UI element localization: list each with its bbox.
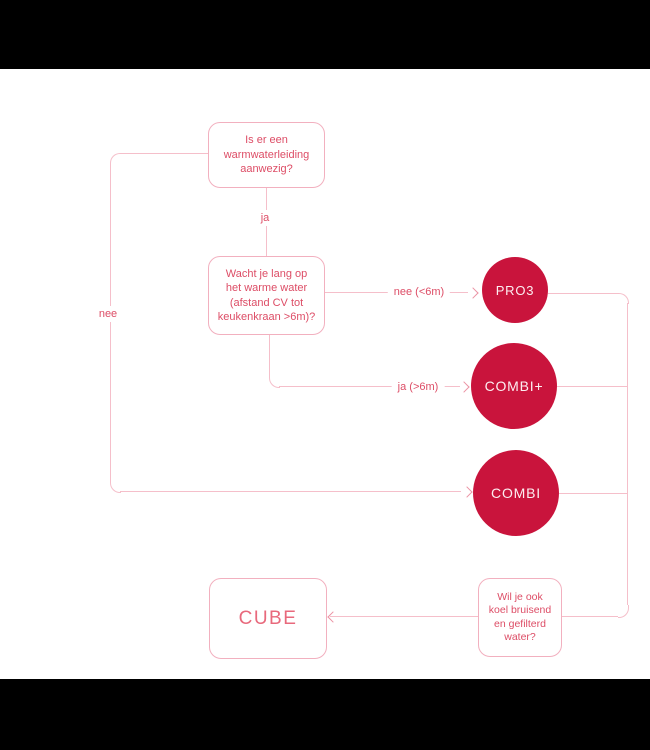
connector-line (269, 332, 270, 377)
question-text-line: warmwaterleiding (223, 148, 310, 161)
connector-line (548, 293, 618, 294)
result-label: PRO3 (495, 282, 535, 298)
question-text-line: aanwezig? (240, 163, 293, 176)
arrowhead-icon (327, 611, 339, 623)
result-box-cube: CUBE (209, 578, 327, 659)
arrowhead-icon (458, 381, 470, 393)
connector-line (560, 616, 618, 617)
edge-label-ja-6m: ja (>6m) (391, 379, 445, 395)
connector-line (627, 303, 628, 605)
arrowhead-icon (461, 486, 473, 498)
letterbox-top (0, 0, 650, 69)
question-text-line: (afstand CV tot (229, 296, 304, 309)
letterbox-bottom (0, 679, 650, 750)
arrowhead-icon (467, 287, 479, 299)
connector-line (120, 491, 461, 492)
connector-line (279, 386, 460, 387)
edge-label-ja: ja (254, 210, 276, 226)
question-text-line: koel bruisend (488, 604, 552, 616)
edge-label-nee: nee (92, 306, 124, 322)
question-text-line: Is er een (245, 134, 288, 147)
result-label: COMBI (491, 485, 541, 501)
question-box-wachttijd: Wacht je lang op het warme water (afstan… (208, 256, 325, 335)
result-label: COMBI+ (484, 378, 544, 394)
question-box-warmwaterleiding: Is er een warmwaterleiding aanwezig? (208, 122, 325, 188)
connector-corner (618, 605, 629, 618)
result-label: CUBE (238, 607, 298, 629)
connector-corner (110, 153, 121, 164)
question-text-line: water? (504, 631, 536, 643)
result-circle-pro3: PRO3 (482, 257, 548, 323)
connector-line (559, 493, 627, 494)
connector-line (110, 163, 111, 482)
connector-line (120, 153, 208, 154)
connector-line (557, 386, 627, 387)
question-text-line: keukenkraan >6m)? (217, 311, 316, 323)
question-text-line: en gefilterd (494, 617, 546, 630)
question-text-line: Wil je ook (497, 590, 543, 603)
question-text-line: Wacht je lang op (225, 267, 308, 280)
edge-label-nee-6m: nee (<6m) (387, 284, 451, 300)
result-circle-combi: COMBI (473, 450, 559, 536)
connector-line (330, 616, 478, 617)
question-text-line: het warme water (225, 282, 308, 294)
result-circle-combiplus: COMBI+ (471, 343, 557, 429)
question-box-koelwater: Wil je ook koel bruisend en gefilterd wa… (478, 578, 562, 657)
